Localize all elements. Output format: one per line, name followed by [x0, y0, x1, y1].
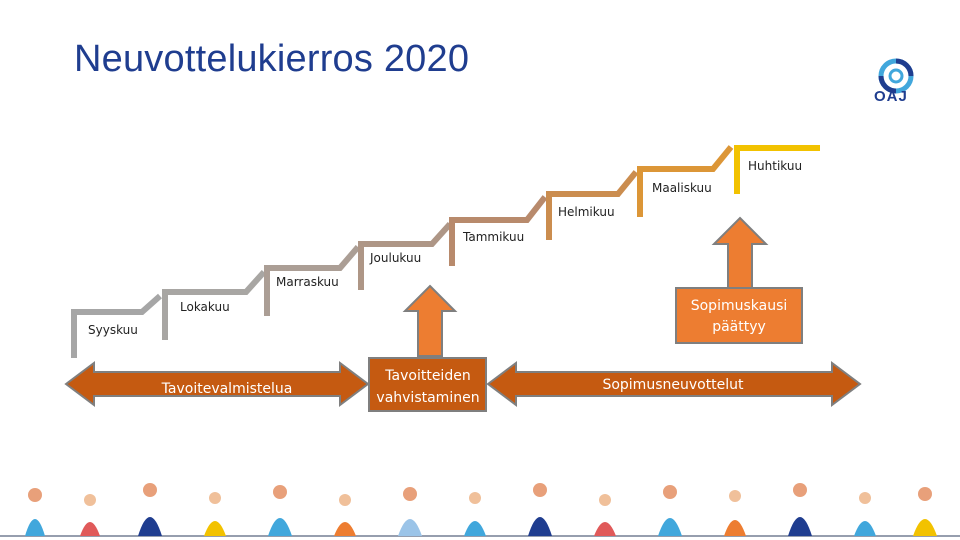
step-label-lokakuu: Lokakuu [180, 300, 230, 314]
step-label-helmikuu: Helmikuu [558, 205, 615, 219]
up-arrow-tavoitteiden [402, 284, 458, 357]
arrow-tavoitevalmistelua-label: Tavoitevalmistelua [161, 381, 293, 397]
step-label-huhtikuu: Huhtikuu [748, 159, 802, 173]
arrow-sopimusneuvottelut: Sopimusneuvottelut [486, 361, 862, 407]
step-label-tammikuu: Tammikuu [462, 230, 524, 244]
step-huhtikuu: Huhtikuu [734, 145, 820, 194]
step-label-maaliskuu: Maaliskuu [652, 181, 712, 195]
footer-illustration [0, 483, 960, 537]
page-title: Neuvottelukierros 2020 [74, 38, 470, 80]
step-label-syyskuu: Syyskuu [88, 323, 138, 337]
box-sopimuskausi: Sopimuskausi päättyy [675, 287, 803, 344]
step-joulukuu: Joulukuu [358, 221, 453, 290]
box-sopimuskausi-line2: päättyy [712, 319, 766, 335]
step-maaliskuu: Maaliskuu [637, 145, 734, 217]
step-label-marraskuu: Marraskuu [276, 275, 339, 289]
people-figures-icon [25, 483, 937, 536]
step-label-joulukuu: Joulukuu [369, 251, 421, 265]
box-tavoitteiden-line2: vahvistaminen [376, 390, 479, 406]
oaj-logo-icon [878, 58, 914, 94]
logo-text: OAJ [874, 88, 908, 105]
box-tavoitteiden: Tavoitteiden vahvistaminen [368, 357, 487, 412]
up-arrow-sopimuskausi [711, 216, 769, 289]
step-tammikuu: Tammikuu [449, 195, 548, 266]
step-marraskuu: Marraskuu [264, 245, 361, 316]
step-helmikuu: Helmikuu [546, 170, 639, 240]
box-tavoitteiden-line1: Tavoitteiden [384, 368, 470, 384]
arrow-sopimusneuvottelut-label: Sopimusneuvottelut [602, 377, 744, 393]
arrow-tavoitevalmistelua: Tavoitevalmistelua [64, 361, 370, 407]
box-sopimuskausi-line1: Sopimuskausi [691, 298, 788, 314]
step-lokakuu: Lokakuu [162, 269, 267, 340]
step-syyskuu: Syyskuu [71, 293, 162, 358]
